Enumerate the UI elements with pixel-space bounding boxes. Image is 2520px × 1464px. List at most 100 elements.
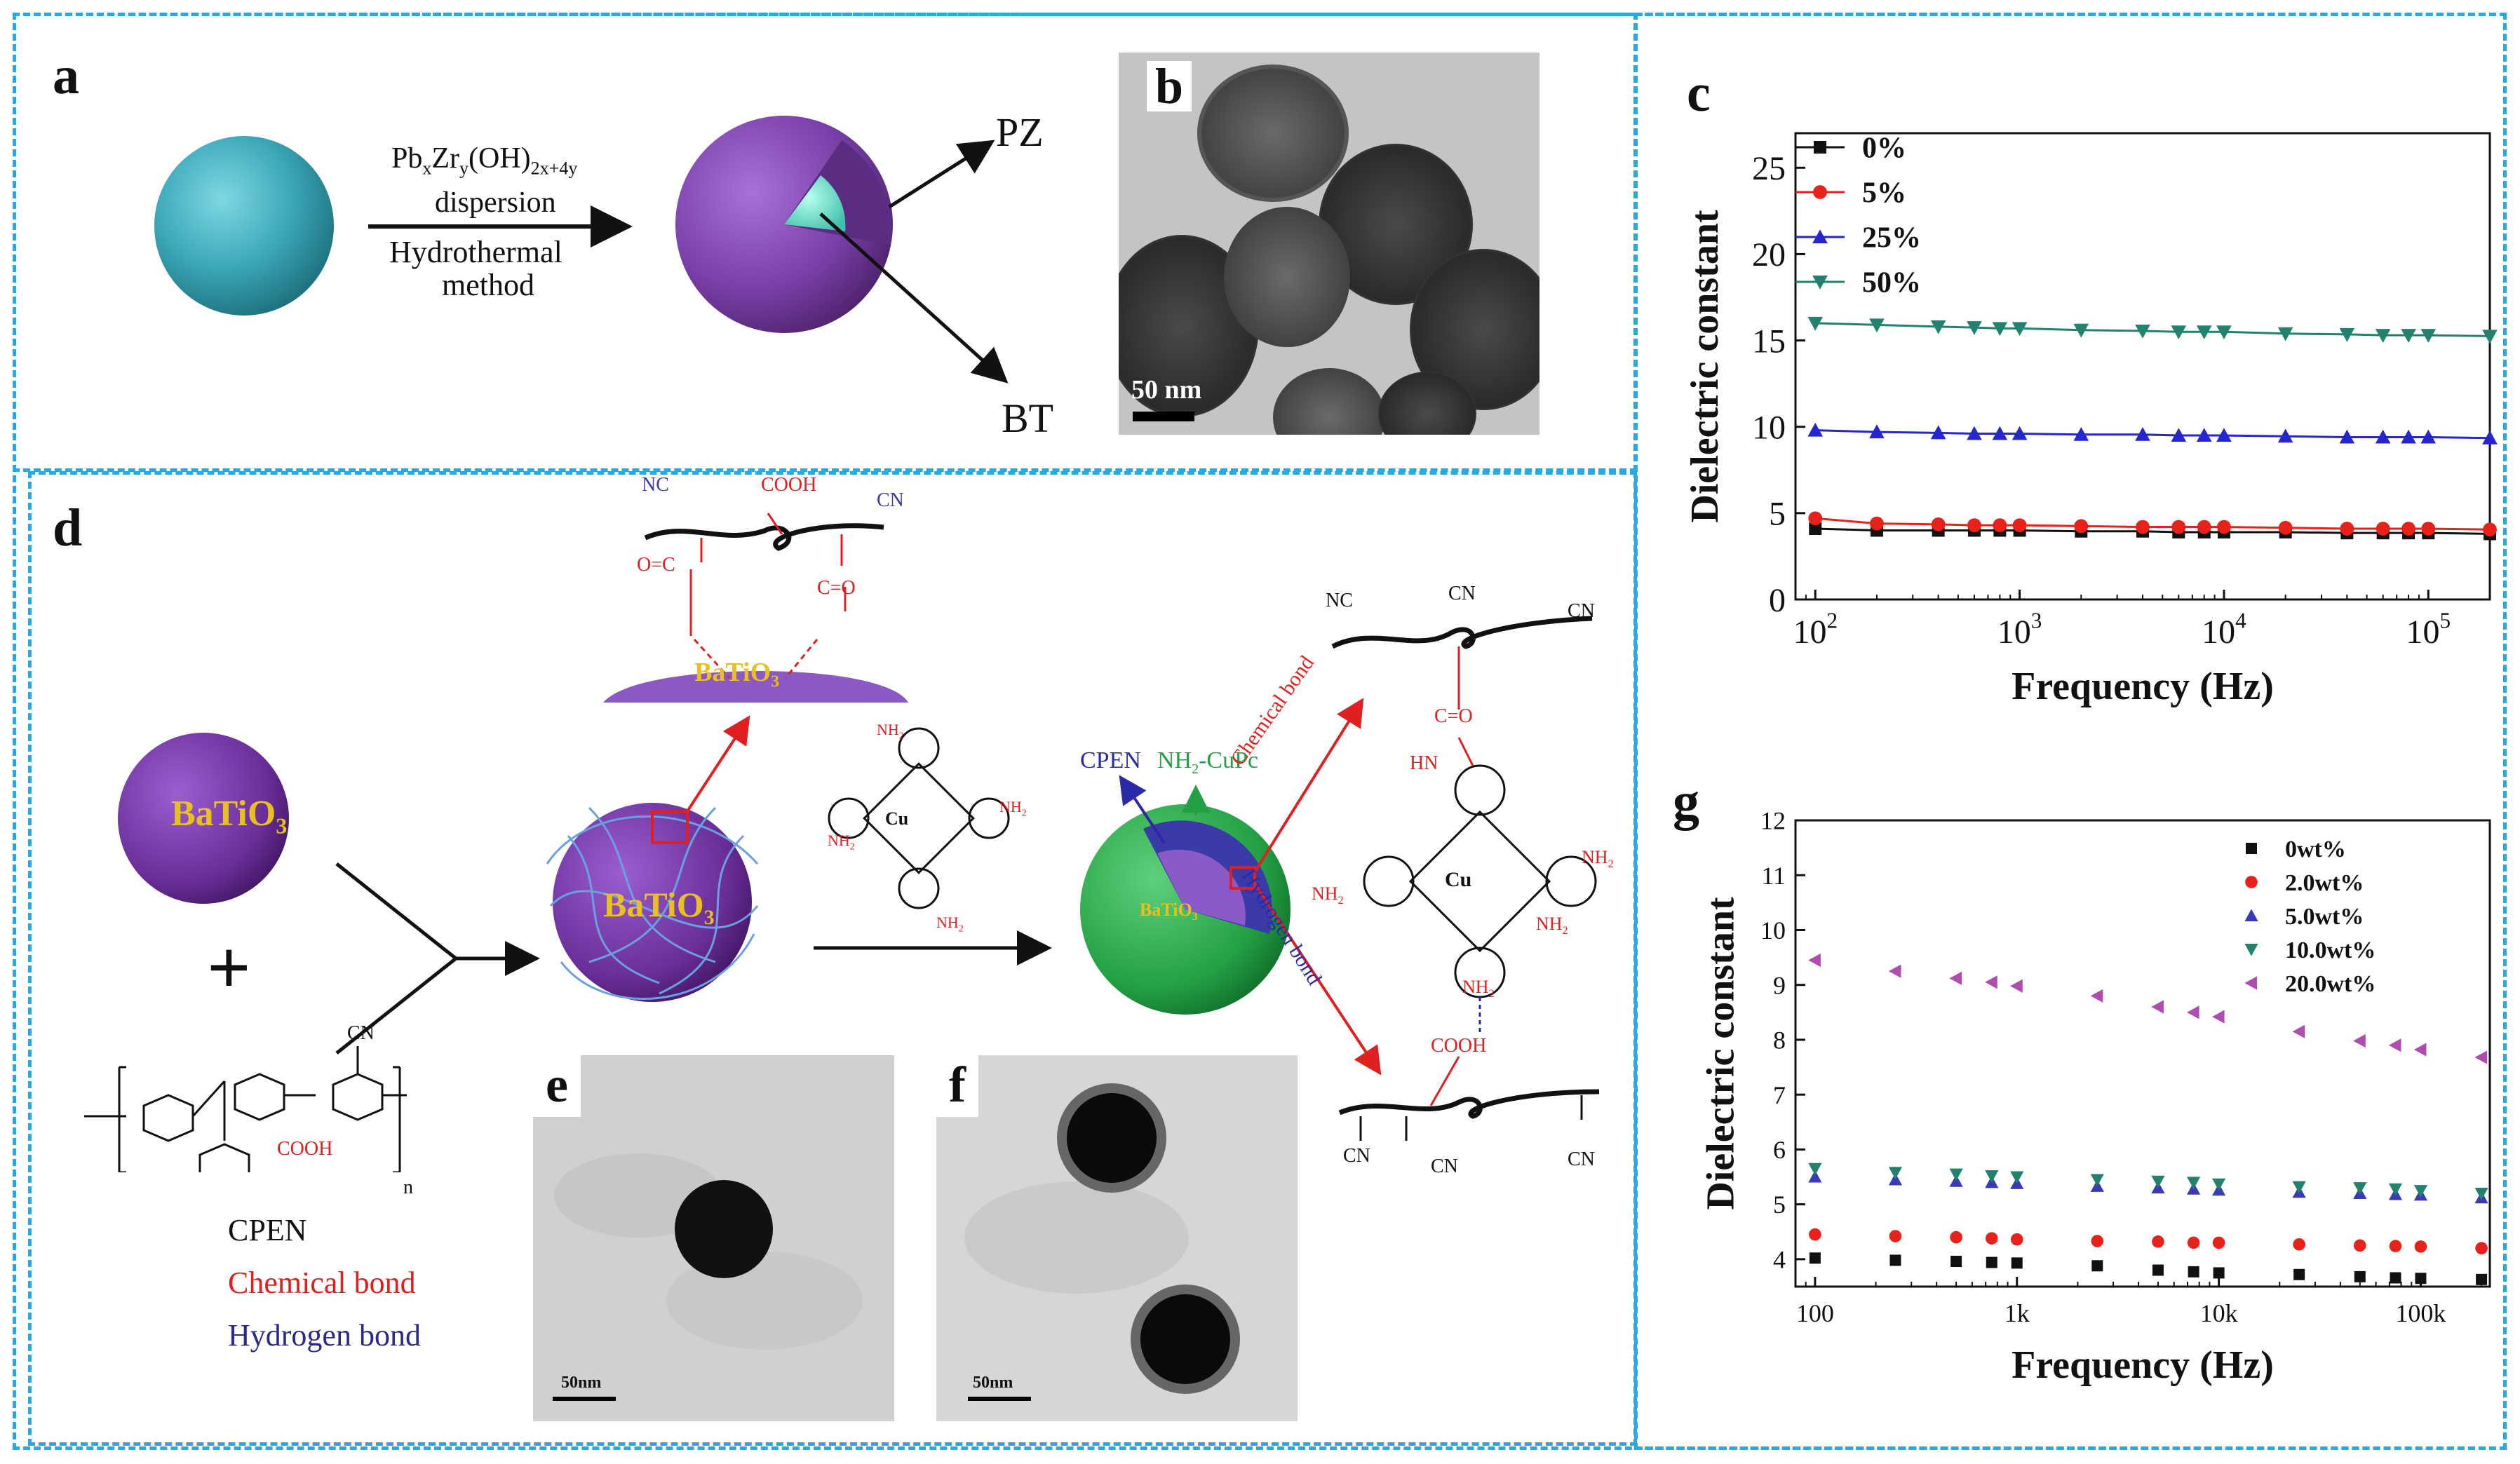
legend-chemical-label: Chemical bond xyxy=(228,1266,416,1300)
nh2cupc-arrow-label: NH2-CuPc xyxy=(1157,747,1259,777)
right-nc-label: NC xyxy=(1326,590,1353,611)
pz-label: PZ xyxy=(996,109,1044,155)
series-5.0wt% xyxy=(1808,1170,2488,1204)
data-point xyxy=(1888,1167,1903,1179)
panel-letter-e: e xyxy=(533,1055,581,1117)
mid-cu-label: Cu xyxy=(885,808,909,829)
data-point xyxy=(1967,321,1982,335)
dispersion-label: dispersion xyxy=(435,187,556,219)
data-point xyxy=(2354,1270,2366,1282)
data-point xyxy=(1870,516,1884,531)
data-point xyxy=(1808,953,1821,968)
data-point xyxy=(1807,316,1824,331)
cpen-chains xyxy=(546,806,759,1000)
data-point xyxy=(2277,428,2293,443)
data-point xyxy=(1931,517,1946,531)
bt-label: BT xyxy=(1002,395,1054,441)
panel-a-schematic xyxy=(154,116,1009,384)
y-tick-label: 9 xyxy=(1773,971,1786,999)
mid-nh2-2: NH2 xyxy=(828,832,855,853)
top-cooh-label: COOH xyxy=(761,474,817,496)
data-point xyxy=(1949,1168,1963,1181)
data-point xyxy=(2401,429,2416,444)
data-point xyxy=(1808,1170,1822,1183)
data-point xyxy=(2216,325,2232,340)
legend-marker xyxy=(1812,276,1828,290)
plot-frame xyxy=(1794,819,2491,1288)
data-point xyxy=(2090,989,2103,1003)
legend-label: 10.0wt% xyxy=(2285,937,2376,963)
batio3-sphere xyxy=(118,733,289,904)
series-5% xyxy=(1808,511,2497,537)
data-point xyxy=(1967,518,1981,532)
data-point xyxy=(2388,1183,2403,1196)
inner-core xyxy=(784,175,846,231)
x-tick-label: 104 xyxy=(2202,608,2246,651)
legend-marker xyxy=(2244,976,2257,990)
data-point xyxy=(1985,975,1997,989)
y-axis-label: Dielectric constant xyxy=(1699,897,1743,1210)
data-point xyxy=(2010,1171,2024,1184)
data-point xyxy=(2171,428,2187,442)
data-point xyxy=(1869,318,1885,333)
data-point xyxy=(2340,522,2354,536)
data-point xyxy=(2353,1239,2366,1252)
data-point xyxy=(1808,511,1823,526)
data-point xyxy=(1993,518,2007,532)
legend-marker xyxy=(1813,185,1827,199)
data-point xyxy=(2012,518,2027,532)
data-point xyxy=(2353,1033,2366,1048)
data-point xyxy=(1930,320,1946,334)
data-point xyxy=(1986,1256,1997,1268)
cpen-cooh-label: COOH xyxy=(277,1138,333,1160)
data-point xyxy=(2151,1175,2165,1188)
data-point xyxy=(2010,1233,2023,1246)
data-point xyxy=(2278,520,2293,535)
plus-sign: + xyxy=(207,925,251,1010)
data-point xyxy=(2353,1182,2367,1195)
data-point xyxy=(2211,1010,2225,1024)
data-point xyxy=(2293,1238,2305,1251)
data-point xyxy=(2012,322,2028,337)
data-point xyxy=(2213,1267,2225,1279)
data-point xyxy=(2090,1174,2104,1187)
data-point xyxy=(2375,429,2391,444)
legend-marker xyxy=(2245,876,2258,888)
data-point xyxy=(2390,1272,2401,1284)
data-point xyxy=(2475,1242,2488,1255)
data-point xyxy=(2389,1240,2402,1252)
data-point xyxy=(2420,329,2437,343)
legend-label: 25% xyxy=(1862,222,1921,255)
data-point xyxy=(2413,1043,2427,1057)
cupc-molecule-small xyxy=(828,727,1010,909)
tem-image-f: f 50nm xyxy=(936,1055,1298,1421)
data-point xyxy=(1985,1170,1999,1183)
data-point xyxy=(2012,426,2028,440)
y-tick-label: 8 xyxy=(1773,1026,1786,1055)
data-point xyxy=(2414,1240,2427,1253)
data-point xyxy=(1809,1228,1821,1241)
y-tick-label: 4 xyxy=(1773,1245,1786,1273)
data-point xyxy=(1807,422,1824,437)
series-50% xyxy=(1807,316,2498,344)
data-point xyxy=(2293,1268,2305,1280)
cpen-coated-sphere xyxy=(553,803,752,1002)
data-point xyxy=(2073,426,2089,441)
data-point xyxy=(1808,1163,1822,1176)
series-line xyxy=(1815,429,2491,440)
data-point xyxy=(2091,1235,2104,1247)
data-point xyxy=(1930,425,1946,440)
cpen-n-subscript: n xyxy=(403,1177,413,1198)
top-oc-label: O=C xyxy=(637,554,675,576)
data-point xyxy=(1950,1231,1962,1244)
data-point xyxy=(1967,426,1982,440)
legend-marker xyxy=(2244,944,2258,956)
y-tick-label: 5 xyxy=(1769,496,1786,533)
data-point xyxy=(2091,1260,2103,1272)
series-20.0wt% xyxy=(1808,953,2488,1064)
tem-image-e: e 50nm xyxy=(533,1055,894,1421)
data-point xyxy=(2217,520,2231,534)
mid-nh2-4: NH2 xyxy=(936,914,964,935)
data-point xyxy=(2415,1273,2427,1285)
top-cn-label: CN xyxy=(877,489,904,511)
